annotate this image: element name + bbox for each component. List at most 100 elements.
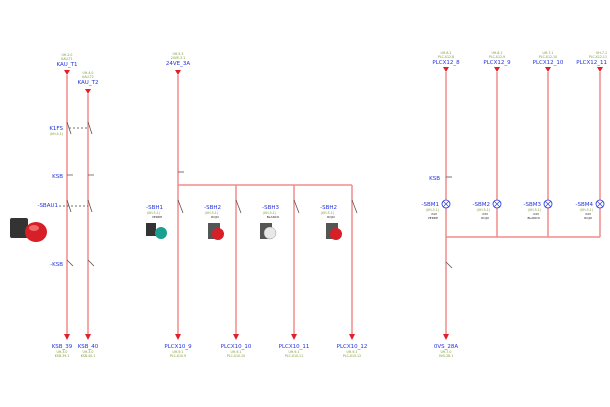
label: 24V: [431, 212, 438, 216]
wire-ref-plcx10-9[interactable]: PLCX10_9: [164, 344, 192, 350]
wire-ref-0vs-28a[interactable]: 0VS_28A: [434, 344, 459, 350]
lamp-sbm-1[interactable]: -SBM1 (UH-5.1) 24V VERDE: [422, 199, 451, 220]
label: UH-3.0: [83, 350, 94, 354]
wire-ref-plcx12-8[interactable]: PLCX12_8: [432, 60, 460, 66]
label: VERDE: [428, 216, 438, 220]
wire-segment: [66, 259, 95, 267]
label: UH-7.0: [441, 350, 452, 354]
device-ksb-right[interactable]: KSB: [429, 176, 440, 182]
label: UH-9.1: [173, 350, 184, 354]
label: VERDE: [152, 215, 162, 219]
label: 0VS-28.1: [439, 354, 453, 358]
lamp-sbm-3[interactable]: -SBM3 (UH-5.1) 24V BLANCO: [524, 199, 553, 220]
middle-bottom-refs: PLCX10_9 UH-9.1 PLC-X10.9 PLCX10_10 UH-9…: [164, 334, 367, 358]
label: PLC-X12.11: [589, 55, 607, 59]
wire-ref-plcx10-12[interactable]: PLCX10_12: [337, 344, 368, 350]
wire-ref-plcx12-9[interactable]: PLCX12_9: [483, 60, 511, 66]
label: (UH-5.1): [528, 208, 541, 212]
wire-ref-ksb-39[interactable]: KSB_39: [52, 344, 73, 350]
label: (UH-5.1): [263, 211, 276, 215]
wire-segment: [351, 199, 358, 214]
device-sbau1[interactable]: -SBAU1: [37, 203, 58, 209]
device-ksb[interactable]: KSB: [52, 174, 63, 180]
switch-sbh-3[interactable]: -SBH3 (UH-5.1) BLANCO: [260, 199, 300, 240]
label: PLC-X10.11: [285, 354, 303, 358]
wire-segment: [442, 200, 450, 208]
arrow-down-icon: [175, 334, 355, 340]
device-ksb-2[interactable]: -KSB: [50, 262, 63, 268]
lamp-sbm-2[interactable]: -SBM2 (UH-5.1) 24V ROJO: [473, 199, 502, 220]
label: KAU-T2: [82, 75, 93, 79]
label: UH-7.1: [596, 51, 607, 55]
wire-ref-ksb-40[interactable]: KSB_40: [78, 344, 99, 350]
label: PLC-X10.12: [343, 354, 361, 358]
label: (UH-5.1): [477, 208, 490, 212]
wire-segment: [155, 227, 167, 239]
arrow-down-icon: [175, 70, 181, 75]
switch-sbh-2[interactable]: -SBH2 (UH-5.1) ROJO: [204, 199, 242, 240]
wire-segment: [544, 200, 552, 208]
label: UH-2.0: [62, 53, 73, 57]
wire-ref-plcx10-11[interactable]: PLCX10_11: [279, 344, 310, 350]
switch-sbh-1[interactable]: -SBH1 (UH-5.1) VERDE: [146, 199, 184, 239]
wire-segment: [445, 261, 453, 269]
wire-segment: [235, 199, 242, 214]
label: UH-5.3: [173, 52, 184, 56]
lamp-sbm-4[interactable]: -SBM4 (UH-5.1) 24V ROJO: [576, 199, 605, 220]
label: 24VE-3.1: [171, 56, 185, 60]
label: KSB-40.1: [81, 354, 96, 358]
label: -SBM1: [422, 202, 440, 208]
label: UH-8.1: [492, 51, 503, 55]
wire-segment: [29, 225, 39, 231]
wire-ref-plcx10-10[interactable]: PLCX10_10: [221, 344, 252, 350]
arrow-down-icon: [64, 70, 70, 75]
wire-segment: [25, 222, 47, 242]
label: UH-8.1: [441, 51, 452, 55]
wire-segment: [293, 199, 300, 214]
label: (UH-5.1): [147, 211, 160, 215]
wire-segment: [212, 228, 224, 240]
wire-ref-kau-t1[interactable]: KAU_T1: [57, 62, 78, 68]
label: (UH-5.1): [580, 208, 593, 212]
label: KAU-T1: [61, 57, 72, 61]
wire-ref-kau-t2[interactable]: KAU_T2: [78, 80, 99, 86]
wire-segment: [177, 199, 184, 214]
label: 24V: [482, 212, 489, 216]
label: -SBH2: [204, 205, 221, 211]
arrow-down-icon: [443, 67, 603, 72]
wire-segment: [596, 200, 604, 208]
label: -SBM2: [473, 202, 491, 208]
label: PLC-X10.10: [227, 354, 245, 358]
label: -SBM3: [524, 202, 542, 208]
wire-ref-plcx12-11[interactable]: PLCX12_11: [576, 60, 607, 66]
switch-sbh-4[interactable]: -SBH2 (UH-5.1) ROJO: [320, 199, 358, 240]
label: PLC-X12.8: [438, 55, 454, 59]
label: UH-9.1: [347, 350, 358, 354]
label: UH-9.1: [289, 350, 300, 354]
device-k1fs[interactable]: K1FS: [49, 126, 63, 132]
label: 24V: [585, 212, 592, 216]
wire-ref-plcx12-10[interactable]: PLCX12_10: [533, 60, 564, 66]
label: (UH-5.1): [205, 211, 218, 215]
label: UH-3.0: [57, 350, 68, 354]
label: -SBH3: [262, 205, 279, 211]
label: -SBH2: [320, 205, 337, 211]
wire-ref-24ve-3a[interactable]: 24VE_3A: [166, 61, 190, 67]
label: UH-4.0: [83, 71, 94, 75]
label: BLANCO: [267, 215, 280, 219]
wire-segment: [493, 200, 501, 208]
left-circuit: UH-2.0 KAU-T1 KAU_T1 UH-4.0 KAU-T2 KAU_T…: [10, 53, 99, 358]
label: ROJO: [211, 215, 219, 219]
label: BLANCO: [527, 216, 540, 220]
wire-segment: [263, 226, 277, 240]
arrow-down-icon: [85, 334, 91, 340]
label: UH-7.1: [543, 51, 554, 55]
arrow-down-icon: [443, 334, 449, 340]
label: PLC-X12.10: [539, 55, 557, 59]
label: (UH-5.1): [321, 211, 334, 215]
label: -SBH1: [146, 205, 163, 211]
wire-segment: [330, 228, 342, 240]
label: PLC-X10.9: [170, 354, 186, 358]
wire-segment: [10, 218, 28, 238]
